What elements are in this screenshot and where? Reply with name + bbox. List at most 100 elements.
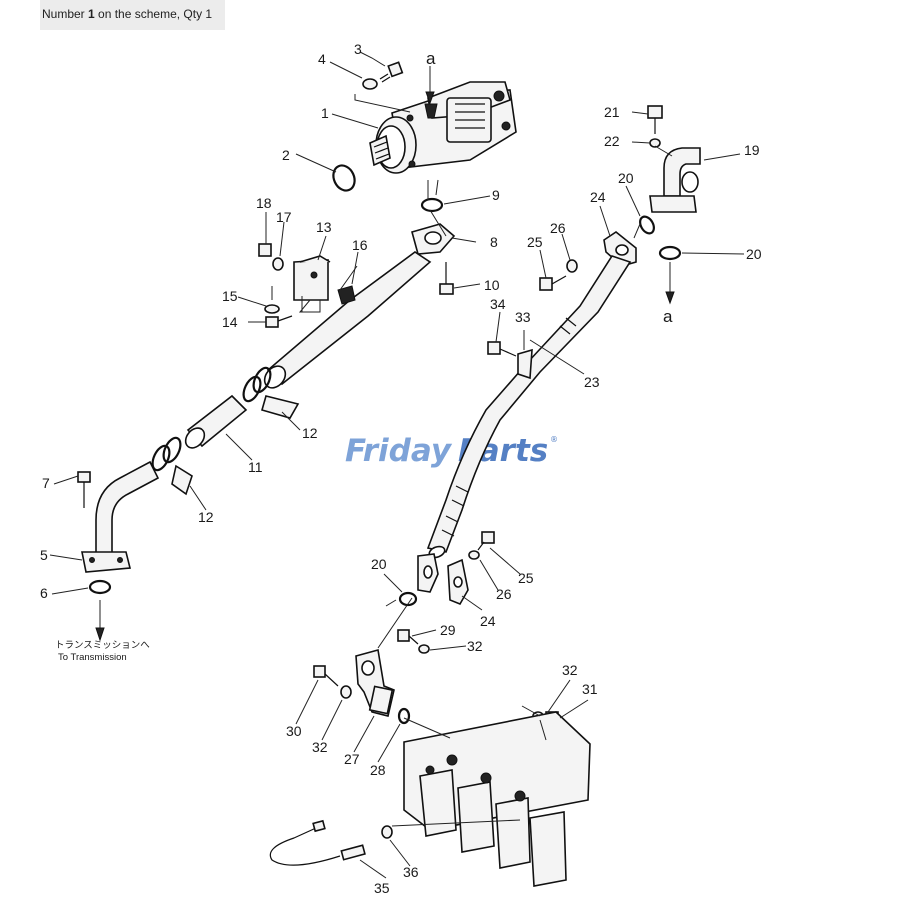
bracket-13[interactable]	[293, 255, 331, 313]
callout-7: 7	[42, 475, 50, 491]
caption-number: 1	[88, 7, 95, 21]
o-ring-20c[interactable]	[398, 591, 418, 607]
bolt-14[interactable]	[265, 315, 293, 328]
o-ring-20a[interactable]	[637, 214, 656, 236]
callout-13: 13	[316, 219, 332, 235]
hose-end-fitting[interactable]	[417, 553, 439, 593]
nut-18[interactable]	[258, 243, 272, 257]
callout-22: 22	[604, 133, 620, 149]
washer-32b[interactable]	[340, 685, 352, 699]
filter-assembly[interactable]	[403, 705, 591, 887]
callout-26-lower: 26	[496, 586, 512, 602]
callout-27: 27	[344, 751, 360, 767]
callout-labels: 1 2 3 4 5 6 7 8 9 10 11 12 12 13 14 15 1…	[40, 41, 762, 896]
clamp-12-lower[interactable]	[149, 435, 193, 496]
o-ring-20b[interactable]	[658, 245, 682, 261]
callout-5: 5	[40, 547, 48, 563]
bolt-3[interactable]	[379, 61, 404, 83]
callout-17: 17	[276, 209, 292, 225]
callout-11: 11	[248, 459, 263, 475]
flange-24-top[interactable]	[603, 231, 637, 267]
callout-24-lower: 24	[480, 613, 496, 629]
flange-24-lower[interactable]	[447, 558, 469, 606]
washer-26-top[interactable]	[566, 259, 578, 273]
caption-bar	[40, 0, 225, 30]
o-ring-9[interactable]	[420, 197, 444, 213]
callout-3: 3	[354, 41, 362, 57]
callout-1: 1	[321, 105, 329, 121]
callout-16: 16	[352, 237, 368, 253]
flange-8[interactable]	[411, 223, 456, 255]
hose-23[interactable]	[426, 255, 632, 559]
callout-12-lower: 12	[198, 509, 214, 525]
to-transmission-jp: トランスミッションへ	[55, 640, 150, 651]
callout-32-a: 32	[467, 638, 483, 654]
callout-30: 30	[286, 723, 302, 739]
callout-15: 15	[222, 288, 238, 304]
part-caption: Number 1 on the scheme, Qty 1	[42, 7, 212, 21]
callout-14: 14	[222, 314, 238, 330]
callout-33: 33	[515, 309, 531, 325]
washer-32a[interactable]	[418, 644, 430, 654]
callout-4: 4	[318, 51, 326, 67]
pump[interactable]	[369, 81, 517, 174]
callout-8: 8	[490, 234, 498, 250]
bolt-21[interactable]	[647, 105, 663, 134]
bolt-30[interactable]	[313, 665, 339, 687]
watermark-registered: ®	[550, 435, 558, 444]
bolt-34[interactable]	[487, 341, 517, 357]
callout-35: 35	[374, 880, 390, 896]
callout-2: 2	[282, 147, 290, 163]
connector-a-top: a	[426, 49, 436, 68]
clamp-12-upper[interactable]	[240, 365, 300, 419]
connector-a-right: a	[663, 307, 673, 326]
callout-20-right: 20	[746, 246, 762, 262]
callout-28: 28	[370, 762, 386, 778]
bolt-25-top[interactable]	[539, 275, 567, 291]
washer-36[interactable]	[381, 825, 393, 839]
callout-9: 9	[492, 187, 500, 203]
callout-23: 23	[584, 374, 600, 390]
callout-24-upper: 24	[590, 189, 606, 205]
washer-26-lower[interactable]	[468, 550, 480, 560]
bolt-7[interactable]	[77, 471, 91, 508]
washer-22[interactable]	[649, 138, 661, 148]
washer-4[interactable]	[362, 78, 378, 90]
callout-29: 29	[440, 622, 456, 638]
elbow-pipe-5[interactable]	[81, 460, 160, 573]
callout-12-upper: 12	[302, 425, 318, 441]
callout-31: 31	[582, 681, 598, 697]
callout-20-upper: 20	[618, 170, 634, 186]
callout-25-upper: 25	[527, 234, 543, 250]
callout-10: 10	[484, 277, 500, 293]
bolt-10[interactable]	[439, 262, 454, 295]
o-ring-6[interactable]	[88, 579, 112, 595]
bolt-29[interactable]	[397, 629, 419, 645]
watermark-friday: Friday	[345, 433, 453, 469]
callout-18: 18	[256, 195, 272, 211]
bolt-25-lower[interactable]	[477, 531, 495, 551]
callout-20-lower: 20	[371, 556, 387, 572]
o-ring-28[interactable]	[397, 707, 411, 725]
callout-36: 36	[403, 864, 419, 880]
sensor-35[interactable]	[269, 819, 366, 866]
callout-34: 34	[490, 296, 506, 312]
callout-26-upper: 26	[550, 220, 566, 236]
clamp-33[interactable]	[517, 330, 533, 380]
washer-15[interactable]	[264, 304, 280, 314]
callout-25-lower: 25	[518, 570, 534, 586]
callout-19: 19	[744, 142, 760, 158]
elbow-fitting-27[interactable]	[355, 648, 395, 717]
callout-21: 21	[604, 104, 620, 120]
callout-6: 6	[40, 585, 48, 601]
callout-32-b: 32	[562, 662, 578, 678]
o-ring-2[interactable]	[329, 162, 358, 194]
callout-32-c: 32	[312, 739, 328, 755]
hose-11[interactable]	[182, 394, 248, 452]
pipe-16[interactable]	[260, 251, 432, 392]
washer-17[interactable]	[272, 257, 284, 271]
watermark: Friday Parts ®	[345, 433, 558, 469]
elbow-19[interactable]	[649, 147, 701, 213]
caption-suffix: on the scheme, Qty 1	[94, 7, 213, 21]
